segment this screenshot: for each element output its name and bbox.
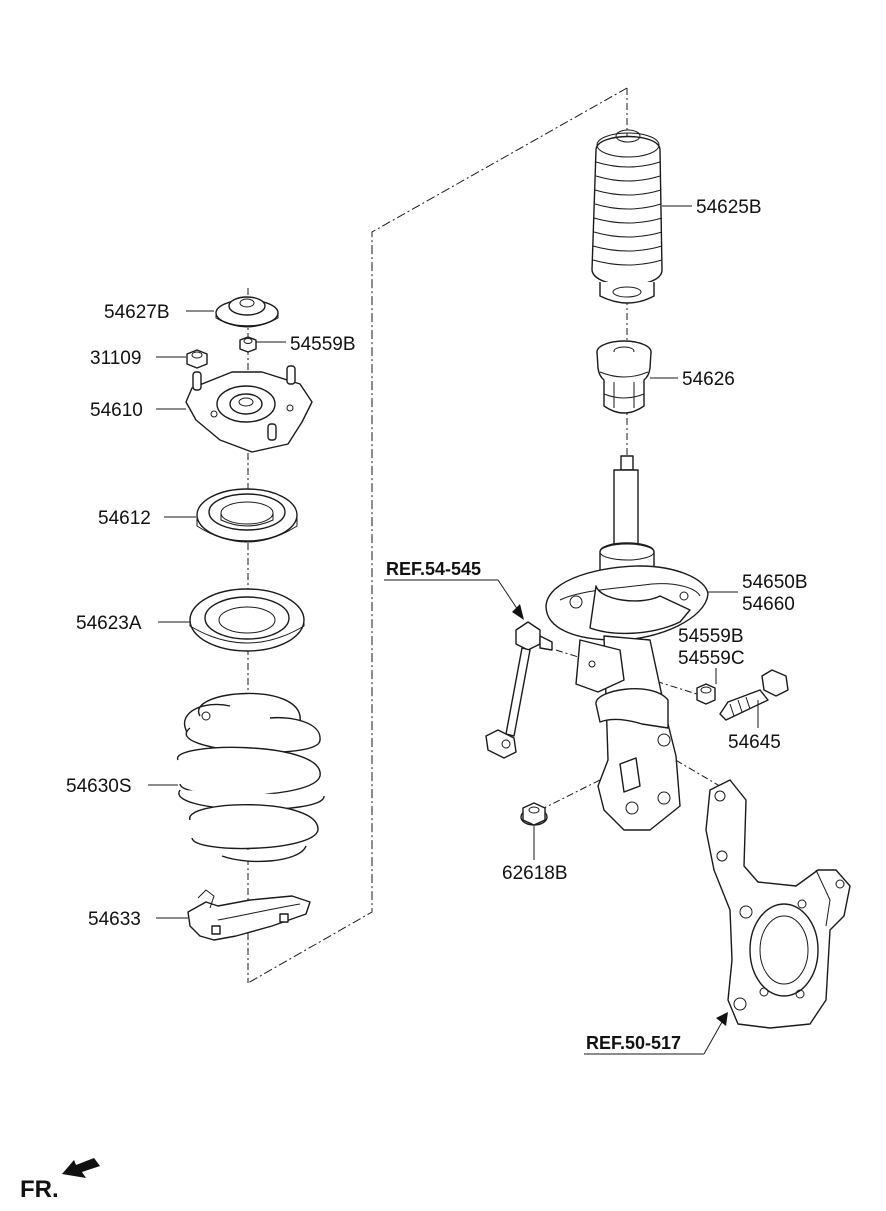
dust-cap-part [215, 296, 279, 328]
ref-50-517-arrow-icon [716, 1012, 728, 1026]
stabilizer-link-part [485, 621, 553, 759]
flange-nut-part [520, 802, 548, 826]
label-54559B-top: 54559B [290, 334, 356, 355]
leader-ref-50-517 [703, 1021, 723, 1055]
label-62618B: 62618B [502, 863, 568, 884]
ref-50-517-label: REF.50-517 [586, 1033, 681, 1053]
dust-cover-bellows-part [591, 129, 663, 304]
leader-ref-54-545 [497, 579, 519, 611]
steering-knuckle-part [705, 779, 851, 1029]
nut-axis-line [539, 764, 631, 811]
hex-nut-part [186, 349, 208, 369]
label-54612: 54612 [98, 508, 151, 529]
upper-spring-pad-part [189, 588, 305, 652]
ref-54-545-label: REF.54-545 [386, 559, 481, 579]
label-54626: 54626 [682, 369, 735, 390]
lower-spring-pad-part [187, 889, 311, 941]
front-direction-label: FR. [20, 1176, 59, 1203]
front-direction-arrow-icon [62, 1158, 100, 1178]
label-54559B-mid: 54559B [678, 626, 744, 647]
label-54660: 54660 [742, 594, 795, 615]
bump-stopper-part [596, 340, 652, 414]
coil-spring-part [177, 692, 325, 863]
label-54645: 54645 [728, 732, 781, 753]
label-54650B: 54650B [742, 572, 808, 593]
label-54630S: 54630S [66, 776, 132, 797]
knuckle-bolt-part [719, 669, 789, 721]
lock-nut-top-part [239, 336, 257, 353]
label-54625B: 54625B [696, 197, 762, 218]
strut-insulator-part [185, 365, 313, 453]
label-54633: 54633 [88, 909, 141, 930]
lock-nut-middle-part [696, 683, 716, 705]
label-54559C: 54559C [678, 648, 745, 669]
label-54627B: 54627B [104, 302, 170, 323]
strut-bearing-part [196, 488, 298, 543]
assembly-boundary-line [247, 87, 628, 984]
label-54623A: 54623A [76, 613, 142, 634]
ref-54-545-arrow-icon [512, 604, 524, 620]
strut-assembly-part [545, 455, 709, 831]
label-31109: 31109 [90, 348, 141, 369]
label-54610: 54610 [90, 400, 143, 421]
